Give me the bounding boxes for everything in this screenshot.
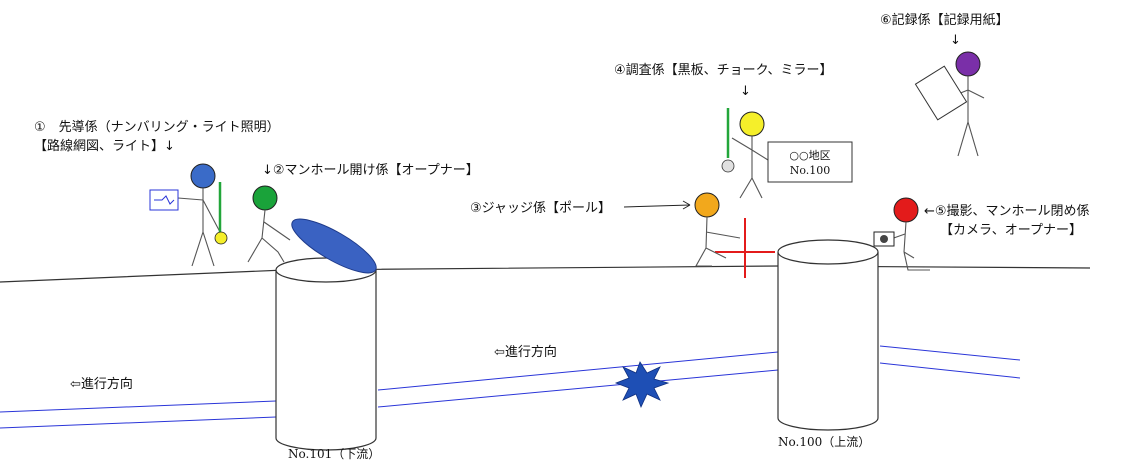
route-map-board xyxy=(149,189,179,211)
record-sheet xyxy=(914,65,968,121)
pipe-left xyxy=(0,400,277,429)
recorder-head xyxy=(955,51,981,77)
inspector-label-line2: ↓ xyxy=(740,84,751,99)
photographer-figure xyxy=(873,197,930,271)
leader-head xyxy=(190,163,216,189)
pipe-middle-top xyxy=(377,351,779,391)
ground-line xyxy=(0,265,1091,283)
opener-head xyxy=(252,185,278,211)
inspector-label-line1: ④調査係【黒板、チョーク、ミラー】 xyxy=(614,63,833,78)
manhole-upstream-label: No.100（上流） xyxy=(778,435,870,449)
judge-figure xyxy=(694,192,741,267)
direction-label-middle: ⇦進行方向 xyxy=(494,344,557,360)
photographer-label-line1: ←⑤撮影、マンホール閉め係 xyxy=(924,203,1090,219)
pipe-middle-bottom xyxy=(377,369,779,408)
red-cross-marker xyxy=(715,218,775,278)
pipe-right-top xyxy=(879,345,1021,361)
pipe-middle xyxy=(377,351,779,408)
leader-figure xyxy=(149,163,228,267)
opener-figure xyxy=(247,185,291,263)
photographer-label-line2: 【カメラ、オープナー】 xyxy=(940,223,1082,238)
inspector-figure: ○○地区 No.100 xyxy=(721,108,853,199)
blackboard xyxy=(767,141,853,183)
manhole-upstream xyxy=(777,239,879,431)
opener-label: ↓②マンホール開け係【オープナー】 xyxy=(262,163,479,178)
judge-arrow xyxy=(623,204,691,208)
recorder-figure xyxy=(914,51,985,157)
pipe-damage-burst xyxy=(614,361,670,409)
pipe-left-top xyxy=(0,400,277,413)
pipe-right-bottom xyxy=(879,362,1021,379)
manhole-downstream xyxy=(275,218,377,451)
manhole-downstream-label: No.101（下流） xyxy=(288,447,380,461)
judge-label: ③ジャッジ係【ポール】 xyxy=(470,201,611,216)
judge-head xyxy=(694,192,720,218)
pipe-right xyxy=(879,345,1021,379)
manhole-cover-open xyxy=(291,218,377,274)
blackboard-line1: ○○地区 xyxy=(789,149,830,162)
recorder-label-line2: ↓ xyxy=(950,33,961,48)
photographer-head xyxy=(893,197,919,223)
leader-label-line1: ① 先導係（ナンバリング・ライト照明） xyxy=(34,120,280,135)
inspector-head xyxy=(739,111,765,137)
light-icon xyxy=(214,231,228,245)
direction-label-left: ⇦進行方向 xyxy=(70,376,133,392)
pipe-left-bottom xyxy=(0,416,277,429)
blackboard-line2: No.100 xyxy=(790,164,831,177)
mirror-icon xyxy=(721,159,735,173)
leader-label-line2: 【路線網図、ライト】↓ xyxy=(34,138,175,154)
recorder-label-line1: ⑥記録係【記録用紙】 xyxy=(880,12,1009,28)
